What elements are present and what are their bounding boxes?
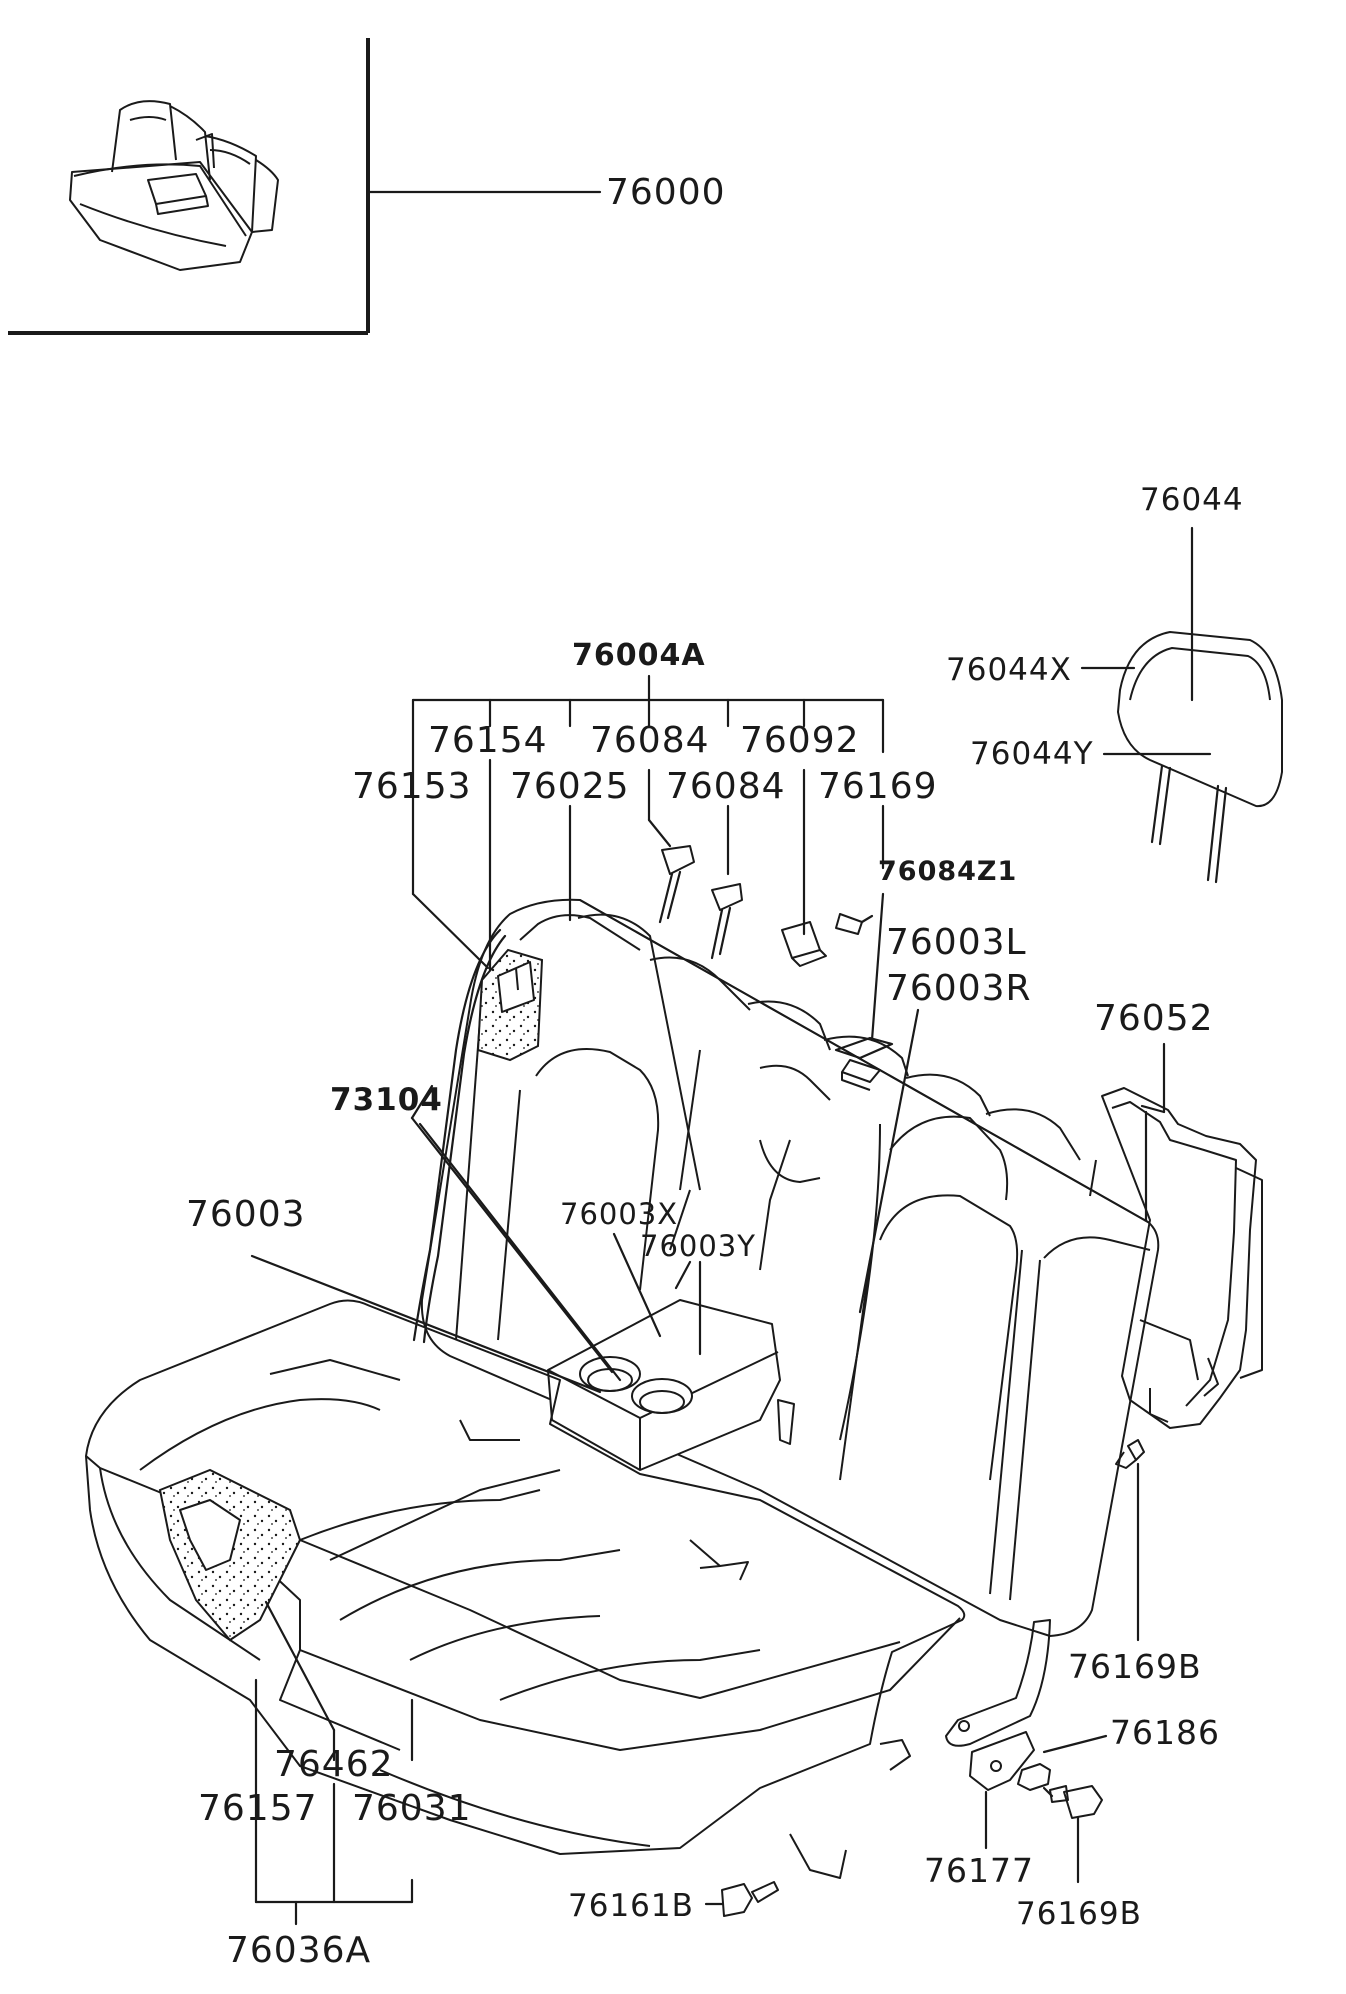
label-76036A: 76036A bbox=[226, 1930, 371, 1971]
label-76031: 76031 bbox=[352, 1788, 472, 1829]
label-73104: 73104 bbox=[330, 1082, 443, 1118]
label-76084-lower: 76084 bbox=[666, 766, 786, 807]
seat-cushion bbox=[85, 1299, 966, 1879]
seat-assembly-thumbnail-icon bbox=[69, 100, 279, 271]
hinge-bracket bbox=[945, 1619, 1051, 1747]
cover-plate-76177 bbox=[969, 1731, 1035, 1791]
label-76003: 76003 bbox=[186, 1194, 306, 1235]
label-76084Z1: 76084Z1 bbox=[878, 856, 1017, 887]
label-76003L: 76003L bbox=[886, 922, 1027, 963]
label-76003X: 76003X bbox=[560, 1197, 678, 1231]
part-group-bracket-76004A bbox=[411, 674, 885, 1008]
label-76186: 76186 bbox=[1110, 1713, 1220, 1752]
label-76044X: 76044X bbox=[946, 652, 1072, 688]
bolt-76169B-upper bbox=[1115, 1439, 1145, 1469]
leader-lines bbox=[250, 892, 1166, 1926]
label-76177: 76177 bbox=[924, 1851, 1034, 1890]
armrest bbox=[547, 1299, 781, 1471]
seat-back bbox=[420, 898, 1160, 1637]
foam-pad-76153 bbox=[476, 948, 544, 1062]
part-labels: 76000 76044 76044X 76044Y 76004A 76154 7… bbox=[186, 172, 1244, 1971]
label-76161B: 76161B bbox=[568, 1888, 694, 1924]
assembly-inset bbox=[8, 38, 602, 335]
screw-76169 bbox=[835, 913, 874, 935]
label-76025: 76025 bbox=[510, 766, 630, 807]
label-76004A: 76004A bbox=[572, 638, 706, 673]
label-76169B-upper: 76169B bbox=[1068, 1647, 1202, 1686]
cap-76186 bbox=[1017, 1763, 1051, 1791]
label-76092: 76092 bbox=[740, 720, 860, 761]
headrest-guide-pins bbox=[658, 845, 743, 960]
label-76044: 76044 bbox=[1140, 482, 1244, 518]
label-76003Y: 76003Y bbox=[640, 1229, 756, 1263]
label-76157: 76157 bbox=[198, 1788, 318, 1829]
side-bolster-76052 bbox=[1089, 1087, 1263, 1429]
label-76052: 76052 bbox=[1094, 998, 1214, 1039]
label-76153: 76153 bbox=[352, 766, 472, 807]
lock-bracket-76092 bbox=[781, 921, 827, 967]
label-76084-upper: 76084 bbox=[590, 720, 710, 761]
label-76003R: 76003R bbox=[886, 968, 1032, 1009]
label-76169B-lower: 76169B bbox=[1016, 1896, 1142, 1932]
bolt-76169B-lower bbox=[1042, 1785, 1103, 1819]
label-76462: 76462 bbox=[274, 1744, 394, 1785]
label-76154: 76154 bbox=[428, 720, 548, 761]
bolt-76161B bbox=[721, 1881, 779, 1917]
label-assembly-76000: 76000 bbox=[606, 172, 726, 213]
label-76044Y: 76044Y bbox=[970, 736, 1094, 772]
headrest bbox=[1117, 631, 1283, 884]
label-76169: 76169 bbox=[818, 766, 938, 807]
